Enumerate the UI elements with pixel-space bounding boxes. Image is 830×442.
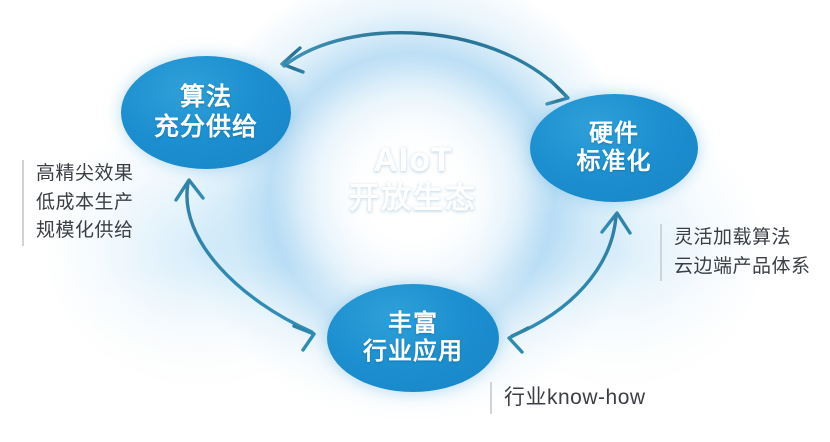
center-subtitle: 开放生态 (349, 181, 477, 215)
annotation-right-line2: 云边端产品体系 (674, 255, 811, 277)
node-hardware[interactable]: 硬件 标准化 (530, 94, 698, 202)
node-algorithm[interactable]: 算法 充分供给 (121, 56, 291, 169)
node-algorithm-line1: 算法 (179, 83, 232, 111)
annotation-left-line2: 低成本生产 (36, 191, 134, 213)
node-algorithm-line2: 充分供给 (153, 112, 258, 141)
connector-right (507, 211, 632, 354)
annotation-left-line1: 高精尖效果 (36, 163, 134, 184)
node-industry-line2: 行业应用 (363, 338, 463, 365)
annotation-left: 高精尖效果 低成本生产 规模化供给 (22, 160, 134, 246)
node-industry-line1: 丰富 (388, 309, 438, 337)
connector-left (174, 178, 316, 352)
annotation-bottom: 行业know-how (490, 382, 646, 414)
annotation-bottom-line1: 行业know-how (504, 386, 646, 409)
connector-top (280, 30, 570, 106)
node-industry[interactable]: 丰富 行业应用 (327, 284, 499, 392)
node-hardware-line1: 硬件 (589, 119, 639, 147)
annotation-right-line1: 灵活加载算法 (674, 227, 792, 248)
node-hardware-line2: 标准化 (576, 148, 652, 175)
annotation-left-line3: 规模化供给 (36, 220, 134, 241)
center-label: AIoT 开放生态 (318, 140, 508, 217)
center-title: AIoT (373, 141, 453, 179)
annotation-right: 灵活加载算法 云边端产品体系 (660, 224, 811, 281)
